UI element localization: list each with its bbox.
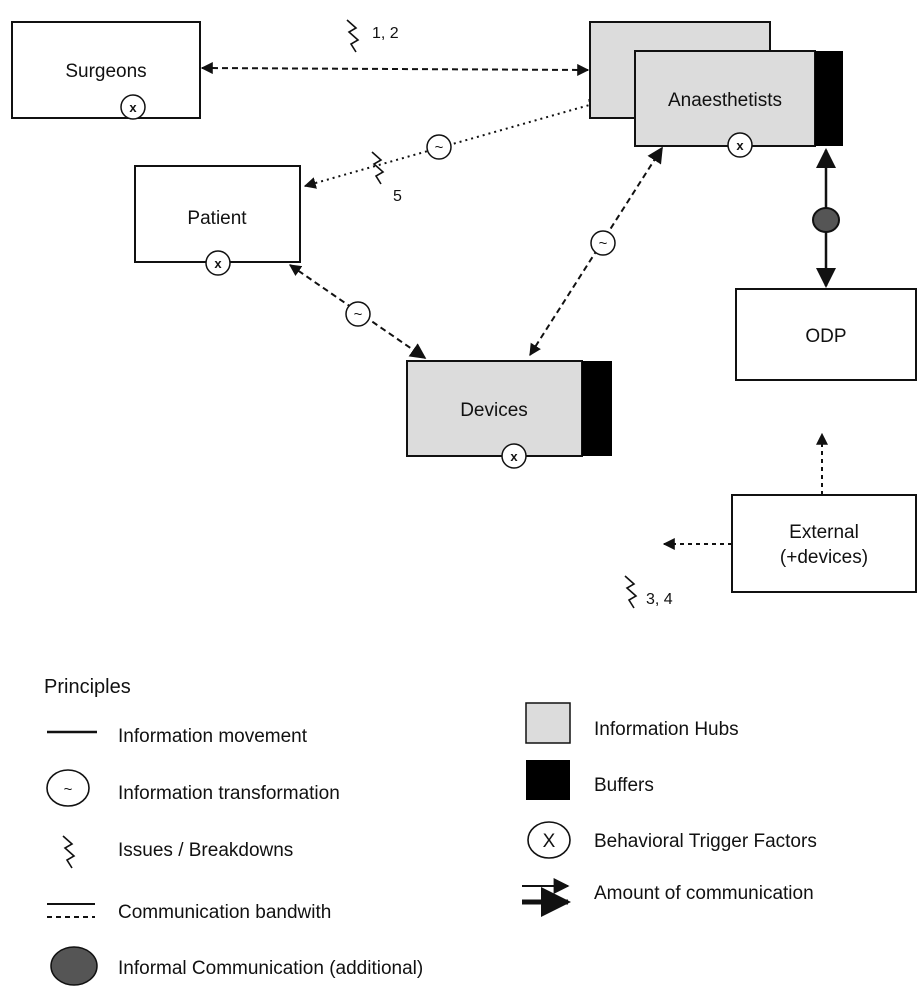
- transformation-badge-patient-devices-label: ~: [354, 306, 363, 323]
- legend-label-bandwidth: Communication bandwith: [118, 902, 332, 923]
- node-patient: Patient: [134, 165, 301, 263]
- lightning-icon: [371, 151, 385, 185]
- trigger-badge-surgeons: x: [120, 94, 146, 120]
- trigger-badge-patient: x: [205, 250, 231, 276]
- legend-label-hubs: Information Hubs: [594, 719, 739, 740]
- node-external-label-line2: (+devices): [780, 547, 868, 568]
- legend-label-informal: Informal Communication (additional): [118, 958, 424, 979]
- legend-informal-dot-icon: [50, 946, 98, 986]
- trigger-badge-devices: x: [501, 443, 527, 469]
- node-patient-label: Patient: [187, 208, 247, 229]
- transformation-badge-patient-anaesthetists-label: ~: [435, 139, 444, 156]
- transformation-badge-patient-anaesthetists: ~: [426, 134, 452, 160]
- node-surgeons-label: Surgeons: [65, 61, 146, 82]
- breakdown-label-3-4: 3, 4: [646, 591, 673, 608]
- legend-trigger-icon: X: [527, 821, 571, 859]
- trigger-badge-devices-label: x: [510, 449, 518, 464]
- breakdown-label-5: 5: [393, 188, 402, 205]
- edge-surgeons-anaesthetists: [200, 62, 590, 76]
- legend-transformation-symbol: ~: [64, 781, 73, 798]
- legend-label-amount: Amount of communication: [594, 883, 814, 904]
- node-odp-label: ODP: [805, 326, 846, 347]
- legend-label-buffers: Buffers: [594, 775, 654, 796]
- legend-lightning-icon: [62, 835, 76, 869]
- devices-buffer: [582, 361, 612, 456]
- legend-transformation-icon: ~: [46, 769, 90, 807]
- node-external: External (+devices): [731, 494, 917, 593]
- node-devices-label: Devices: [460, 400, 528, 421]
- legend-title: Principles: [44, 676, 131, 698]
- node-surgeons: Surgeons: [11, 21, 201, 119]
- edge-anaesthetists-patient: [303, 99, 602, 189]
- breakdown-marker-3-4: 3, 4: [624, 575, 673, 609]
- legend-buffer-swatch: [526, 760, 570, 800]
- node-odp: ODP: [735, 288, 917, 381]
- breakdown-marker-5: 5: [371, 151, 402, 205]
- transformation-badge-devices-anaesthetists-label: ~: [599, 235, 608, 252]
- trigger-badge-surgeons-label: x: [129, 100, 137, 115]
- node-devices: Devices: [406, 360, 612, 457]
- breakdown-label-1-2: 1, 2: [372, 25, 399, 42]
- node-external-label-line1: External: [789, 522, 859, 543]
- transformation-badge-devices-anaesthetists: ~: [590, 230, 616, 256]
- informal-communication-dot: [812, 207, 840, 233]
- node-anaesthetists-label: Anaesthetists: [668, 90, 782, 111]
- trigger-badge-anaesthetists: x: [727, 132, 753, 158]
- trigger-badge-anaesthetists-label: x: [736, 138, 744, 153]
- legend-hub-swatch: [525, 702, 571, 744]
- legend-label-issues: Issues / Breakdowns: [118, 840, 294, 861]
- anaesthetists-buffer: [815, 51, 843, 146]
- node-anaesthetists: Anaesthetists: [589, 21, 843, 147]
- legend-label-transformation: Information transformation: [118, 783, 340, 804]
- trigger-badge-patient-label: x: [214, 256, 222, 271]
- legend-label-trigger: Behavioral Trigger Factors: [594, 831, 817, 852]
- legend-trigger-symbol: X: [543, 831, 556, 852]
- legend-amount-arrows-icon: [522, 878, 571, 917]
- transformation-badge-patient-devices: ~: [345, 301, 371, 327]
- breakdown-marker-1-2: 1, 2: [346, 19, 399, 53]
- legend-label-movement: Information movement: [118, 726, 308, 747]
- lightning-icon: [624, 575, 638, 609]
- lightning-icon: [346, 19, 360, 53]
